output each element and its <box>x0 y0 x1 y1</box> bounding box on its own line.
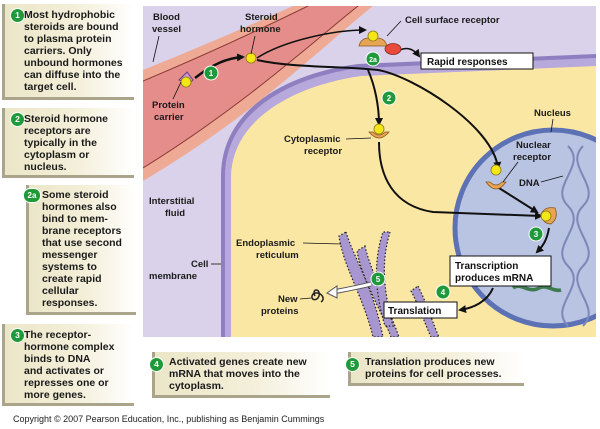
svg-text:2: 2 <box>387 94 392 103</box>
label-endoplasmic-reticulum-2: reticulum <box>256 250 299 261</box>
step-badge-2a: 2a <box>23 188 41 203</box>
step-badge-1: 1 <box>203 65 219 81</box>
label-translation: Translation <box>388 306 441 317</box>
step-badge-3: 3 <box>10 328 25 343</box>
translation-box <box>383 301 458 319</box>
step-badge-4: 4 <box>149 357 164 372</box>
blood-vessel-lumen <box>143 6 358 168</box>
arrow-to-cytoplasmic <box>367 69 383 126</box>
rapid-responses-box <box>420 52 534 70</box>
svg-text:2a: 2a <box>369 57 377 64</box>
step-badge-2a: 2a <box>365 51 381 67</box>
cytoplasmic-receptor-icon <box>368 131 390 139</box>
label-dna: DNA <box>519 178 540 189</box>
note-text: Steroid hormone receptors are typically … <box>24 113 109 173</box>
new-protein-icon <box>311 289 324 303</box>
label-transcription: Transcription <box>455 261 518 272</box>
label-steroid-hormone: Steroid <box>245 12 278 23</box>
arrow-into-cell <box>256 59 502 170</box>
note-text: Activated genes create new mRNA that mov… <box>169 356 307 392</box>
step-badge-4: 4 <box>435 284 451 300</box>
note-step-2a: 2a Some steroid hormones also bind to me… <box>23 185 136 315</box>
note-text: Translation produces new proteins for ce… <box>365 356 502 380</box>
label-blood-vessel: Blood <box>153 12 180 23</box>
step-badge-2: 2 <box>10 112 25 127</box>
label-protein-carrier-2: carrier <box>154 112 184 123</box>
note-step-1: 1 Most hydrophobic steroids are bound to… <box>2 4 134 100</box>
step-badge-1: 1 <box>10 8 25 23</box>
second-messenger-icon <box>384 43 402 55</box>
transcription-box <box>449 255 552 287</box>
svg-text:5: 5 <box>376 275 381 284</box>
hormone-free-icon <box>245 52 257 64</box>
arrow-to-translation <box>458 287 494 314</box>
label-new-proteins-2: proteins <box>261 306 298 317</box>
label-cytoplasmic-receptor: Cytoplasmic <box>284 134 341 145</box>
label-blood-vessel-2: vessel <box>152 24 181 35</box>
hormone-bound-icon <box>180 76 192 88</box>
label-cell-surface-receptor: Cell surface receptor <box>405 15 500 26</box>
label-interstitial-fluid: Interstitial <box>149 196 194 207</box>
step-badge-5: 5 <box>345 357 360 372</box>
copyright-text: Copyright © 2007 Pearson Education, Inc.… <box>13 414 325 424</box>
label-protein-carrier: Protein <box>152 100 185 111</box>
label-nuclear-receptor: Nuclear <box>516 140 551 151</box>
arrow-nuclear-to-dna <box>498 187 539 214</box>
note-step-4: 4 Activated genes create new mRNA that m… <box>149 352 330 398</box>
label-nucleus: Nucleus <box>534 108 571 119</box>
step-badge-3: 3 <box>528 226 544 242</box>
svg-text:3: 3 <box>534 230 539 239</box>
hormone-surface-icon <box>367 30 379 42</box>
label-new-proteins: New <box>278 294 298 305</box>
label-rapid-responses: Rapid responses <box>427 57 508 68</box>
label-endoplasmic-reticulum: Endoplasmic <box>236 238 295 249</box>
label-nuclear-receptor-2: receptor <box>513 152 551 163</box>
arrow-release <box>194 53 245 79</box>
label-steroid-hormone-2: hormone <box>240 24 281 35</box>
svg-text:4: 4 <box>441 288 446 297</box>
step-badge-5: 5 <box>370 271 386 287</box>
label-cell-membrane-2: membrane <box>149 271 197 282</box>
label-interstitial-fluid-2: fluid <box>165 208 185 219</box>
label-cell-membrane: Cell <box>191 259 208 270</box>
note-step-3: 3 The receptor- hormone complex binds to… <box>2 324 134 406</box>
svg-text:1: 1 <box>209 69 214 78</box>
blood-vessel-wall <box>143 6 373 181</box>
arrow-to-surface <box>256 26 367 59</box>
note-text: The receptor- hormone complex binds to D… <box>24 329 115 401</box>
arrow-cyto-to-dna <box>378 141 543 220</box>
arrow-transcription <box>535 227 550 254</box>
hormone-cyto-icon <box>373 123 385 135</box>
note-text: Some steroid hormones also bind to mem- … <box>42 189 122 309</box>
label-cytoplasmic-receptor-2: receptor <box>304 146 342 157</box>
mrna-strand <box>511 284 562 293</box>
step-badge-2: 2 <box>381 90 397 106</box>
label-transcription-2: produces mRNA <box>455 273 533 284</box>
nuclear-receptor-icon <box>485 181 507 190</box>
steroid-hormone-diagram: 1 2a 2 3 4 5 Blood vessel Steroid hormon… <box>143 6 596 337</box>
hormone-complex-icon <box>540 210 552 222</box>
note-step-2: 2 Steroid hormone receptors are typicall… <box>2 108 134 178</box>
hormone-nuclear-icon <box>490 164 502 176</box>
dna-helix <box>561 145 590 327</box>
note-text: Most hydrophobic steroids are bound to p… <box>24 9 123 93</box>
note-step-5: 5 Translation produces new proteins for … <box>345 352 524 386</box>
